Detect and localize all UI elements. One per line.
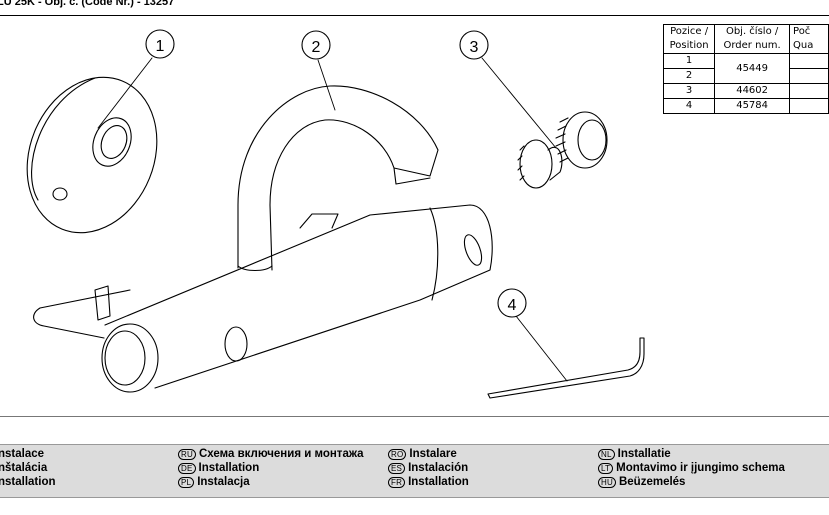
svg-text:1: 1 [156, 38, 165, 55]
row-position: 2 [662, 68, 716, 84]
table-row: 2 [662, 68, 829, 84]
lang-code-badge: RU [178, 449, 196, 460]
table-row: 3 44602 [662, 83, 829, 99]
svg-text:2: 2 [312, 39, 321, 56]
callout-2: 2 [301, 30, 331, 60]
lang-code-badge: RO [388, 449, 407, 460]
row-position: 4 [662, 98, 716, 114]
footer-divider [0, 416, 829, 417]
exploded-parts-drawing: 1 2 3 4 [26, 29, 645, 399]
header-order: Order num. [714, 39, 791, 54]
lang-code-badge: ES [388, 463, 406, 474]
mixer-body [33, 204, 493, 393]
row-quantity [789, 53, 829, 69]
table-row: 1 45449 [662, 53, 829, 84]
callout-4: 4 [497, 288, 527, 318]
lang-code-badge: HU [598, 477, 616, 488]
parts-table: Pozice / Obj. číslo / Poč Position Order… [662, 24, 829, 114]
parts-table-header: Position Order num. Qua [662, 39, 829, 54]
lang-code-badge: DE [178, 463, 196, 474]
callout-3: 3 [459, 30, 489, 60]
svg-text:4: 4 [508, 297, 517, 314]
spout-part [237, 85, 439, 272]
lang-code-badge: FR [388, 477, 406, 488]
lang-label: nštalácia [0, 462, 48, 474]
svg-text:3: 3 [470, 39, 479, 56]
row-order: 45449 [714, 53, 791, 84]
lang-label: nstalace [0, 448, 45, 460]
header-position: Position [662, 39, 716, 54]
header-order: Obj. číslo / [714, 24, 791, 39]
row-quantity [789, 83, 829, 99]
table-row: 4 45784 [662, 98, 829, 114]
header-quantity: Qua [789, 39, 829, 54]
row-quantity [789, 68, 829, 84]
lang-label: nstallation [0, 476, 56, 488]
rosette-cover-part [26, 76, 158, 234]
lang-code-badge: LT [598, 463, 614, 474]
header-quantity: Poč [789, 24, 829, 39]
lang-code-badge: NL [598, 449, 615, 460]
document-title: LU 25K - Obj. c. (Code Nr.) - 13257 [0, 0, 175, 8]
row-position: 1 [662, 53, 716, 69]
row-position: 3 [662, 83, 716, 99]
lang-code-badge: PL [178, 477, 195, 488]
row-order: 45784 [714, 98, 791, 114]
eccentric-fittings-part [517, 111, 608, 189]
header-position: Pozice / [662, 24, 716, 39]
row-quantity [789, 98, 829, 114]
allen-key-part [487, 337, 645, 399]
callout-1: 1 [145, 29, 175, 59]
row-order: 44602 [714, 83, 791, 99]
header-divider [0, 15, 829, 16]
parts-table-header: Pozice / Obj. číslo / Poč [662, 24, 829, 39]
